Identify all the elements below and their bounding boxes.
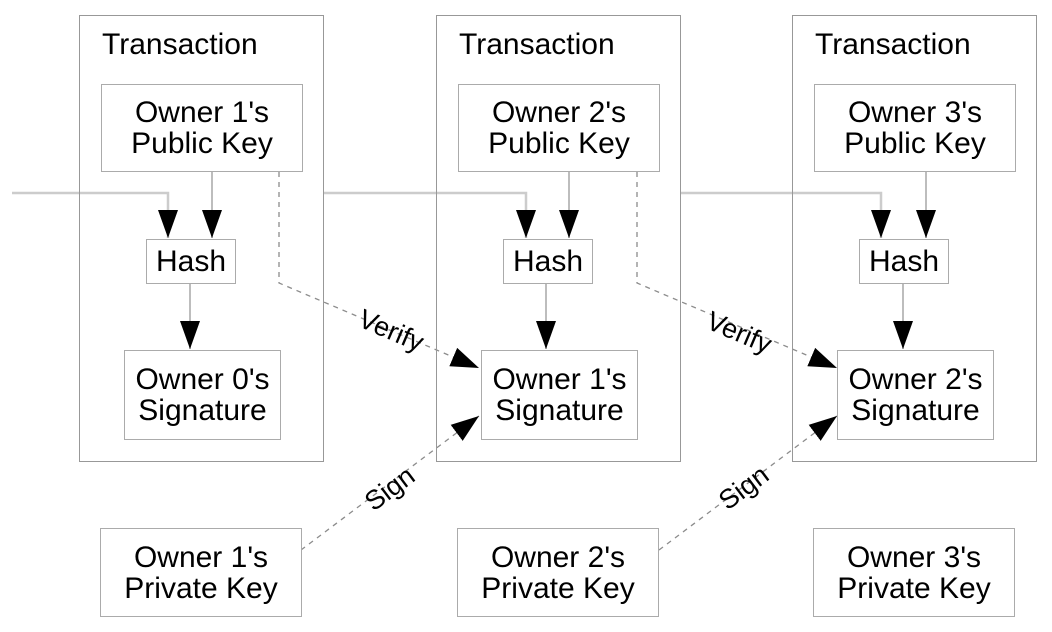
private-key-box-3: Owner 3's Private Key [813,528,1015,617]
verify-label-2: Verify [702,305,777,360]
hash-box-1: Hash [146,239,236,284]
transaction-box-1: Transaction Owner 1's Public Key Hash Ow… [79,15,324,462]
private-key-line1: Owner 1's [133,540,269,574]
transaction-box-2: Transaction Owner 2's Public Key Hash Ow… [436,15,681,462]
signature-line2: Signature [495,394,624,427]
private-key-line2: Private Key [124,571,278,605]
transaction-title-3: Transaction [815,28,971,61]
signature-box-1: Owner 0's Signature [124,350,281,440]
signature-line2: Signature [138,394,267,427]
transaction-title-2: Transaction [459,28,615,61]
hash-label: Hash [155,245,227,278]
hash-label: Hash [868,245,940,278]
private-key-line1: Owner 2's [490,540,626,574]
private-key-box-2: Owner 2's Private Key [457,528,659,617]
sign-label-2: Sign [713,459,775,516]
public-key-box-3: Owner 3's Public Key [814,84,1016,172]
public-key-line2: Public Key [131,127,273,160]
hash-box-2: Hash [503,239,593,284]
private-key-line1: Owner 3's [846,540,982,574]
public-key-line1: Owner 2's [491,96,627,129]
transaction-box-3: Transaction Owner 3's Public Key Hash Ow… [792,15,1037,462]
signature-box-3: Owner 2's Signature [837,350,994,440]
signature-line1: Owner 0's [135,363,270,396]
verify-label-1: Verify [354,303,429,358]
hash-label: Hash [512,245,584,278]
public-key-box-2: Owner 2's Public Key [458,84,660,172]
public-key-line1: Owner 3's [847,96,983,129]
signature-line2: Signature [851,394,980,427]
signature-line1: Owner 1's [492,363,627,396]
public-key-box-1: Owner 1's Public Key [101,84,303,172]
public-key-line2: Public Key [488,127,630,160]
transaction-title-1: Transaction [102,28,258,61]
sign-label-1: Sign [359,460,421,517]
hash-box-3: Hash [859,239,949,284]
public-key-line2: Public Key [844,127,986,160]
private-key-line2: Private Key [481,571,635,605]
private-key-line2: Private Key [837,571,991,605]
public-key-line1: Owner 1's [134,96,270,129]
signature-box-2: Owner 1's Signature [481,350,638,440]
signature-line1: Owner 2's [848,363,983,396]
private-key-box-1: Owner 1's Private Key [100,528,302,617]
